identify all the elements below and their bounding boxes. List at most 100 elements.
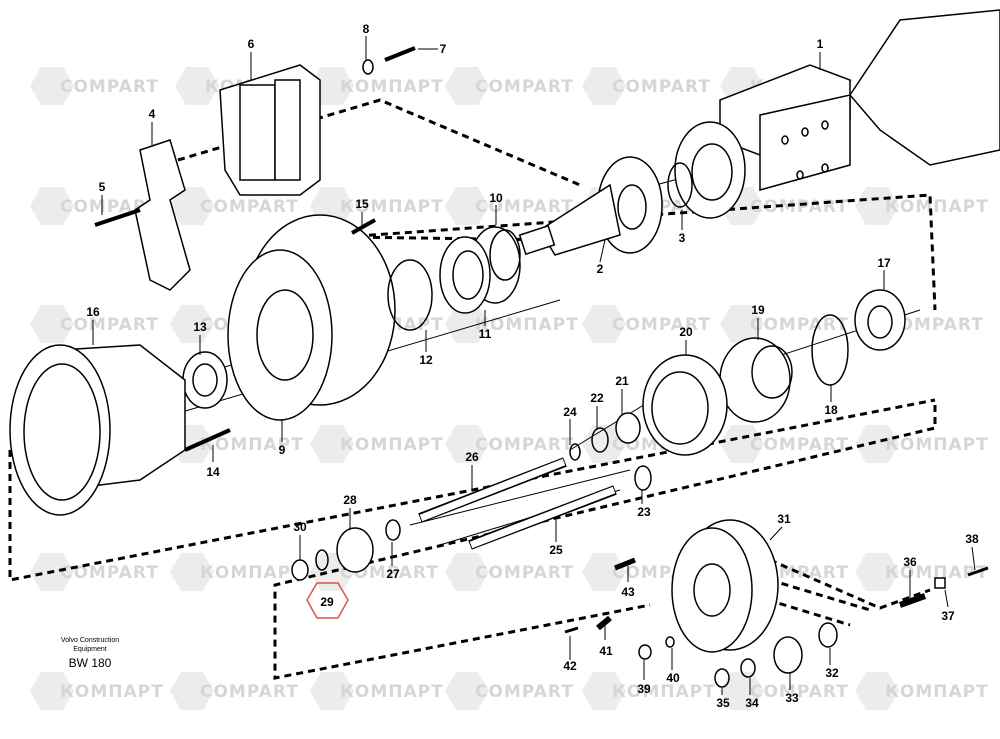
part-label-37: 37	[941, 609, 955, 623]
part-label-24: 24	[563, 405, 577, 419]
watermark-text: COMPART	[750, 315, 849, 335]
part-label-9: 9	[279, 443, 286, 457]
part-bearing-32	[818, 622, 838, 648]
watermark-text: КОМПАРТ	[885, 682, 989, 702]
part-shaft-25	[468, 485, 617, 550]
caption-line1: Volvo Construction	[61, 637, 119, 644]
part-bearing-21	[615, 412, 641, 444]
part-label-42: 42	[563, 659, 577, 673]
part-label-20: 20	[679, 325, 693, 339]
part-pin-36	[898, 593, 927, 608]
part-ring-gear-19	[719, 337, 793, 423]
watermark-hexagon	[445, 553, 489, 591]
watermark-text: КОМПАРТ	[612, 682, 716, 702]
watermark-text: COMPART	[60, 77, 159, 97]
part-label-43: 43	[621, 585, 635, 599]
part-axle-housing	[674, 9, 1000, 219]
part-brake-caliper	[219, 64, 321, 196]
watermark-hexagon	[170, 672, 214, 710]
watermark-text: КОМПАРТ	[475, 315, 579, 335]
part-washer-30	[291, 559, 309, 581]
part-label-31: 31	[777, 512, 791, 526]
watermark-hexagon	[30, 672, 74, 710]
part-label-19: 19	[751, 303, 765, 317]
watermark-text: COMPART	[475, 563, 574, 583]
part-washer-34	[740, 658, 756, 678]
part-bolt-7	[384, 46, 416, 62]
part-label-36: 36	[903, 555, 917, 569]
part-label-7: 7	[440, 42, 447, 56]
part-label-25: 25	[549, 543, 563, 557]
part-label-15: 15	[355, 197, 369, 211]
part-label-21: 21	[615, 374, 629, 388]
caption-line2: Equipment	[73, 646, 107, 653]
watermark-text: КОМПАРТ	[200, 435, 304, 455]
part-label-23: 23	[637, 505, 651, 519]
part-ring-gear-20	[642, 354, 728, 456]
part-ring-24	[569, 443, 581, 461]
watermark-text: COMPART	[475, 77, 574, 97]
part-circlip-23	[634, 465, 652, 491]
watermark-hexagon	[310, 672, 354, 710]
part-wheel-hub	[9, 344, 186, 516]
part-label-41: 41	[599, 644, 613, 658]
watermark-hexagon	[855, 425, 899, 463]
part-label-40: 40	[666, 671, 680, 685]
watermark-hexagon	[582, 553, 626, 591]
watermark-hexagon	[170, 305, 214, 343]
watermark-hexagon	[582, 67, 626, 105]
watermark-hexagon	[445, 67, 489, 105]
watermark-text: COMPART	[612, 315, 711, 335]
watermark-text: КОМПАРТ	[885, 435, 989, 455]
part-bearing-13	[182, 351, 228, 409]
part-washer-40	[665, 636, 675, 648]
watermark-text: КОМПАРТ	[200, 563, 304, 583]
part-gear-33	[773, 636, 803, 674]
part-label-18: 18	[824, 403, 838, 417]
part-washer-27	[385, 519, 401, 541]
part-label-39: 39	[637, 682, 651, 696]
part-bearing-17-inner	[867, 305, 893, 339]
part-bolt-38	[967, 566, 989, 577]
watermark-text: КОМПАРТ	[340, 197, 444, 217]
watermark-hexagon	[310, 425, 354, 463]
part-bearing-13-inner	[192, 363, 218, 397]
part-label-16: 16	[86, 305, 100, 319]
part-label-34: 34	[745, 696, 759, 710]
part-label-6: 6	[248, 37, 255, 51]
part-label-33: 33	[785, 691, 799, 705]
watermark-hexagon	[310, 67, 354, 105]
part-label-3: 3	[679, 231, 686, 245]
leader-lines	[92, 36, 976, 695]
part-bolt-15	[351, 218, 376, 235]
part-circlip-22	[591, 427, 609, 453]
part-label-38: 38	[965, 532, 979, 546]
watermark-hexagon	[170, 187, 214, 225]
watermark-hexagon	[855, 553, 899, 591]
watermark-hexagon	[855, 672, 899, 710]
watermark-text: КОМПАРТ	[885, 563, 989, 583]
watermark-text: КОМПАРТ	[340, 682, 444, 702]
assembly-dashed-lines	[8, 98, 937, 680]
part-planet-carrier-31	[671, 519, 779, 653]
watermark-hexagon	[175, 67, 219, 105]
highlight-hexagon	[306, 582, 349, 619]
part-label-28: 28	[343, 493, 357, 507]
part-washer-8	[362, 59, 374, 75]
part-label-14: 14	[206, 465, 220, 479]
part-label-13: 13	[193, 320, 207, 334]
watermark-hexagon	[445, 187, 489, 225]
watermark-text: COMPART	[475, 682, 574, 702]
watermark-hexagon	[445, 672, 489, 710]
part-label-8: 8	[363, 22, 370, 36]
part-label-26: 26	[465, 450, 479, 464]
part-label-27: 27	[386, 567, 400, 581]
part-label-5: 5	[99, 180, 106, 194]
part-ring-12	[387, 259, 433, 331]
part-bolt-14	[184, 428, 231, 452]
watermark-text: COMPART	[612, 77, 711, 97]
watermark-text: COMPART	[475, 197, 574, 217]
part-snap-ring-18	[811, 314, 849, 386]
